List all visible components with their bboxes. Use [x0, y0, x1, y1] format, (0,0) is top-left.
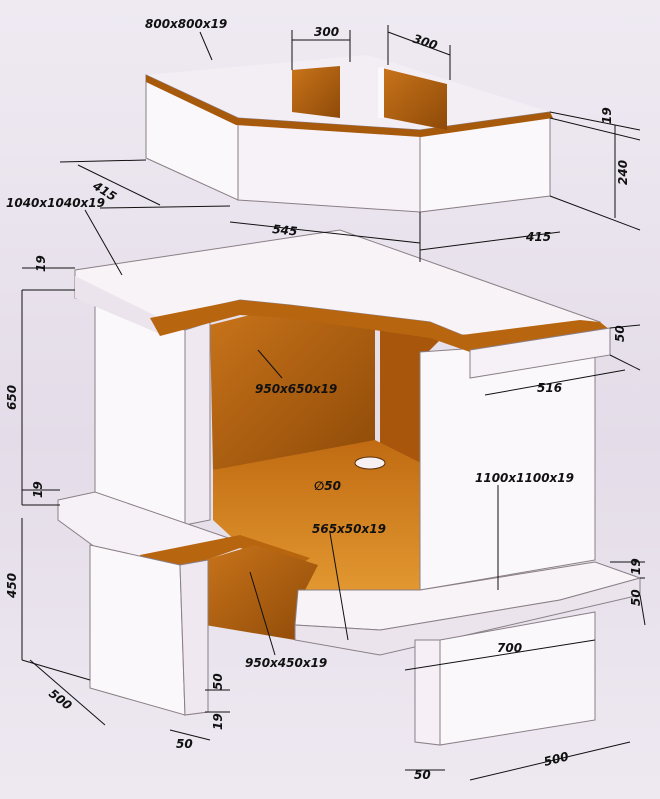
- dim-500-right: 500: [542, 749, 570, 769]
- dim-450: 450: [5, 573, 19, 599]
- dim-19-right: 19: [629, 558, 643, 575]
- upper-back-panel-right: [380, 318, 445, 470]
- top-box-right-divider: [382, 68, 447, 130]
- middle-shelf-left-wood: [140, 535, 310, 580]
- top-box-left-divider: [292, 66, 340, 118]
- counter-top-wood-edge: [150, 300, 610, 352]
- dimension-lines: [21, 25, 646, 781]
- label-back-upper: 950x650x19: [255, 382, 337, 396]
- top-box-right-divider-face: [378, 67, 384, 118]
- top-box: [145, 55, 553, 213]
- label-hole: ∅50: [314, 479, 341, 493]
- dim-50-bottom-right: 50: [414, 768, 431, 782]
- dim-700: 700: [497, 641, 522, 655]
- dim-300-right: 300: [411, 32, 439, 53]
- upper-left-side-panel: [94, 304, 186, 526]
- dim-19-left-mid: 19: [31, 481, 45, 498]
- lower-left-side-panel: [89, 544, 186, 716]
- dim-50-right-low: 50: [629, 589, 643, 606]
- label-front-bar: 565x50x19: [312, 522, 386, 536]
- lower-section: [89, 544, 642, 746]
- label-counter-top: 1040x1040x19: [6, 196, 105, 210]
- lower-right-leg-side: [439, 611, 596, 746]
- top-box-top-edge: [146, 75, 553, 137]
- lower-right-leg-front: [414, 639, 441, 746]
- dim-300-left: 300: [314, 25, 339, 39]
- upper-back-panel-left: [210, 305, 375, 470]
- dim-50-leg: 50: [211, 673, 225, 690]
- lower-back-panel: [205, 545, 318, 640]
- dim-415-right: 415: [525, 230, 551, 244]
- top-box-inner-floor: [146, 55, 550, 130]
- counter-top-front-edge: [75, 276, 160, 334]
- dim-545: 545: [272, 222, 298, 239]
- label-back-lower: 950x450x19: [245, 656, 327, 670]
- dim-50-right: 50: [613, 325, 627, 342]
- upper-section: [74, 229, 611, 600]
- dim-650: 650: [5, 385, 19, 410]
- lower-shelf-front: [294, 577, 641, 656]
- upper-left-inner-edge: [184, 321, 211, 526]
- drain-hole: [354, 456, 386, 470]
- dim-50-bottom-left: 50: [176, 737, 193, 751]
- label-top-box: 800x800x19: [145, 17, 227, 31]
- upper-right-side-panel: [419, 339, 596, 591]
- dim-19-top: 19: [600, 107, 614, 124]
- lower-left-inner-edge: [179, 559, 209, 716]
- dim-19-leg: 19: [211, 713, 225, 730]
- label-side-right: 1100x1100x19: [475, 471, 574, 485]
- dim-240: 240: [616, 160, 630, 185]
- dim-19-left-top: 19: [34, 255, 48, 272]
- dim-500-left: 500: [46, 686, 74, 712]
- dim-516: 516: [537, 381, 562, 395]
